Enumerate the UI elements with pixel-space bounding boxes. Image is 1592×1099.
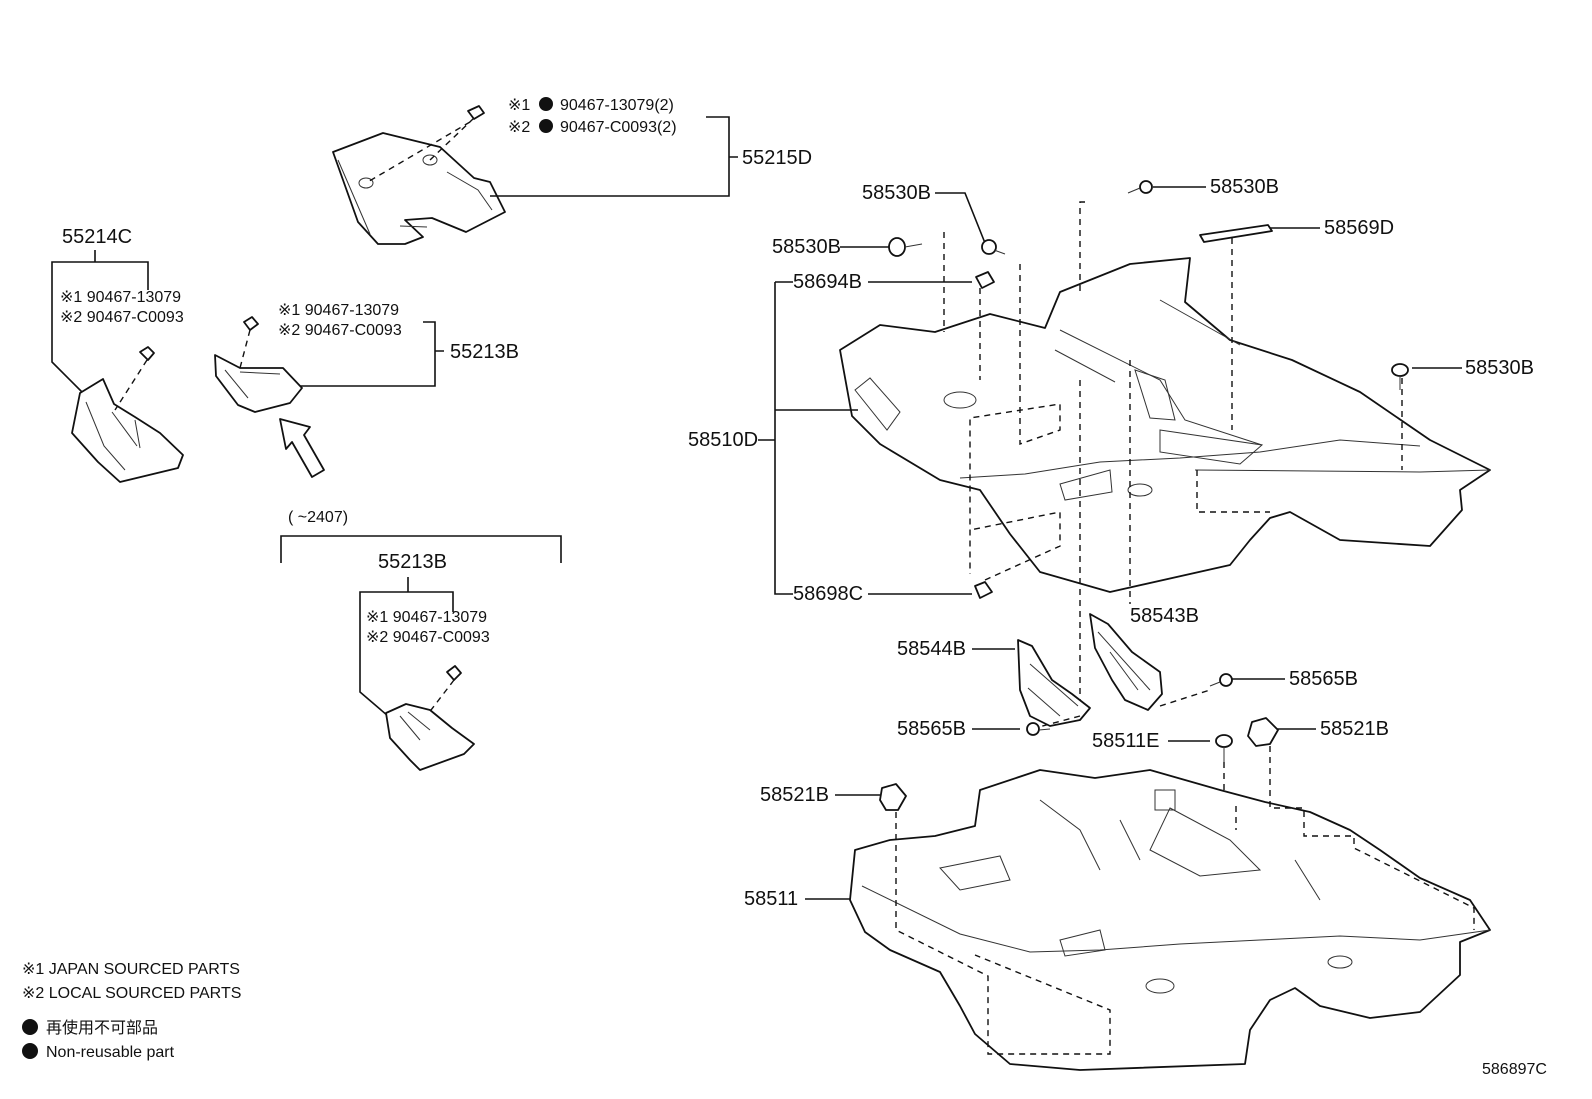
label-58565B-2: 58565B bbox=[897, 718, 966, 740]
clip-icon bbox=[1247, 717, 1279, 747]
label-58530B-3: 58530B bbox=[1210, 176, 1279, 198]
part-55213B-drawing bbox=[214, 354, 303, 413]
label-58543B: 58543B bbox=[1130, 605, 1199, 627]
label-58694B: 58694B bbox=[793, 271, 862, 293]
label-55213B-c1: ※1 90467-13079 bbox=[278, 302, 399, 319]
legend-nonreuse-jp: 再使用不可部品 bbox=[46, 1019, 158, 1037]
screw-icon bbox=[1026, 722, 1051, 736]
label-58530B-4: 58530B bbox=[1465, 357, 1534, 379]
label-58521B-1: 58521B bbox=[1320, 718, 1389, 740]
clip-icon bbox=[879, 783, 907, 811]
screw-icon bbox=[888, 237, 923, 257]
label-55215D-c2: ※2 bbox=[508, 119, 530, 136]
screw-icon bbox=[1391, 363, 1409, 390]
label-55215D: 55215D bbox=[742, 147, 812, 169]
clip-icon bbox=[1215, 734, 1233, 762]
non-reusable-dot bbox=[539, 119, 553, 133]
label-55215D-c2v: 90467-C0093(2) bbox=[560, 119, 677, 136]
label-58565B-1: 58565B bbox=[1289, 668, 1358, 690]
label-55214C-c2: ※2 90467-C0093 bbox=[60, 309, 184, 326]
clip-icon bbox=[446, 665, 462, 681]
part-58543B-drawing bbox=[1089, 613, 1163, 711]
part-58511-drawing bbox=[849, 769, 1491, 1071]
label-58511E: 58511E bbox=[1092, 730, 1159, 752]
screw-icon bbox=[981, 239, 1006, 255]
legend-local: ※2 LOCAL SOURCED PARTS bbox=[22, 985, 241, 1002]
non-reusable-dot bbox=[539, 97, 553, 111]
diagram-id: 586897C bbox=[1482, 1061, 1547, 1078]
view-arrow-icon bbox=[279, 418, 325, 478]
label-55215D-c1v: 90467-13079(2) bbox=[560, 97, 674, 114]
label-55213B-lower-c1: ※1 90467-13079 bbox=[366, 609, 487, 626]
label-58510D: 58510D bbox=[688, 429, 758, 451]
legend-nonreuse-en: Non-reusable part bbox=[46, 1044, 175, 1061]
label-58530B-2: 58530B bbox=[772, 236, 841, 258]
clip-icon bbox=[467, 105, 485, 120]
label-58530B-1: 58530B bbox=[862, 182, 931, 204]
clip-icon bbox=[974, 581, 993, 599]
part-58544B-drawing bbox=[1017, 639, 1091, 727]
legend-japan: ※1 JAPAN SOURCED PARTS bbox=[22, 961, 240, 978]
label-55213B-lower: 55213B bbox=[378, 551, 447, 573]
label-55213B-lower-c2: ※2 90467-C0093 bbox=[366, 629, 490, 646]
label-55213B-upper: 55213B bbox=[450, 341, 519, 363]
clip-icon bbox=[243, 316, 259, 331]
legend-dot-icon bbox=[22, 1043, 38, 1059]
label-58569D: 58569D bbox=[1324, 217, 1394, 239]
label-55215D-c1: ※1 bbox=[508, 97, 530, 114]
label-58698C: 58698C bbox=[793, 583, 863, 605]
label-58511: 58511 bbox=[744, 888, 798, 910]
label-55214C: 55214C bbox=[62, 226, 132, 248]
part-55215D-drawing bbox=[332, 132, 506, 245]
clip-icon bbox=[975, 271, 995, 289]
clip-icon bbox=[139, 346, 155, 361]
screw-icon bbox=[1127, 180, 1153, 194]
label-55213B-c2: ※2 90467-C0093 bbox=[278, 322, 402, 339]
label-58544B: 58544B bbox=[897, 638, 966, 660]
part-58569D-drawing bbox=[1199, 224, 1273, 243]
screw-icon bbox=[1209, 673, 1233, 687]
part-55213B-lower-drawing bbox=[385, 703, 475, 771]
label-58521B-2: 58521B bbox=[760, 784, 829, 806]
part-55214C-drawing bbox=[71, 378, 184, 483]
label-range: ( ~2407) bbox=[288, 509, 348, 526]
part-58510D-drawing bbox=[839, 257, 1491, 593]
legend-dot-icon bbox=[22, 1019, 38, 1035]
label-55214C-c1: ※1 90467-13079 bbox=[60, 289, 181, 306]
